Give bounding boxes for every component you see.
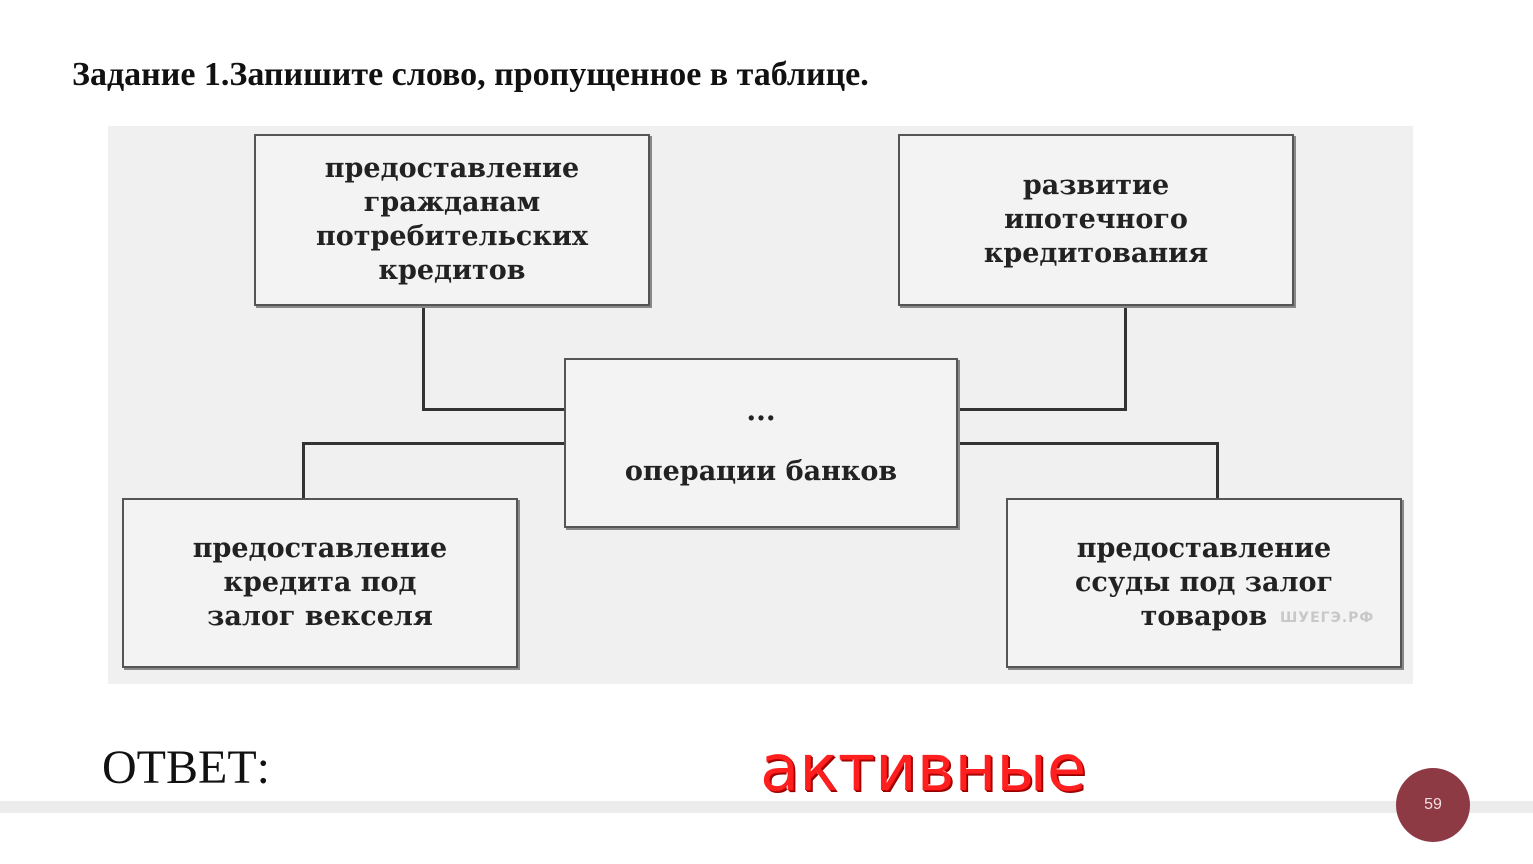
box-line: ссуды под залог <box>1074 567 1334 598</box>
box-mortgage-lending: развитие ипотечного кредитования <box>898 134 1294 306</box>
box-line: залог векселя <box>207 601 433 632</box>
answer-value: активные <box>760 732 1087 806</box>
connector-bottom-right-vertical <box>1216 442 1219 498</box>
box-line: потребительских <box>316 221 588 252</box>
box-line: товаров <box>1140 601 1268 632</box>
connector-bottom-left-horizontal <box>302 442 564 445</box>
page-number: 59 <box>1424 796 1442 813</box>
task-title: Задание 1.Запишите слово, пропущенное в … <box>72 56 869 93</box>
box-line: предоставление <box>192 533 448 564</box>
watermark: ШУЕГЭ.РФ <box>1280 610 1375 626</box>
connector-bottom-right-horizontal <box>956 442 1218 445</box>
connector-top-left-vertical <box>422 306 425 410</box>
box-goods-collateral-loan: предоставление ссуды под залог товаров <box>1006 498 1402 668</box>
box-center-bank-operations: ... операции банков <box>564 358 958 528</box>
missing-word-placeholder: ... <box>746 394 776 427</box>
box-line: гражданам <box>363 187 541 218</box>
box-bill-collateral-credit: предоставление кредита под залог векселя <box>122 498 518 668</box>
box-line: ипотечного <box>1004 204 1188 235</box>
box-consumer-credits: предоставление гражданам потребительских… <box>254 134 650 306</box>
connector-bottom-left-vertical <box>302 442 305 498</box>
box-line: развитие <box>1022 170 1170 201</box>
box-line: кредитования <box>983 238 1209 269</box>
box-line: кредитов <box>378 255 526 286</box>
bank-operations-diagram: предоставление гражданам потребительских… <box>108 126 1413 684</box>
answer-label: ОТВЕТ: <box>102 741 270 794</box>
connector-top-left-horizontal <box>422 408 564 411</box>
connector-top-right-horizontal <box>956 408 1127 411</box>
box-line: предоставление <box>324 153 580 184</box>
box-line: кредита под <box>223 567 417 598</box>
center-label: операции банков <box>624 456 898 487</box>
box-line: предоставление <box>1076 533 1332 564</box>
page-number-badge: 59 <box>1396 768 1470 842</box>
footer-band <box>0 801 1533 813</box>
connector-top-right-vertical <box>1124 306 1127 410</box>
